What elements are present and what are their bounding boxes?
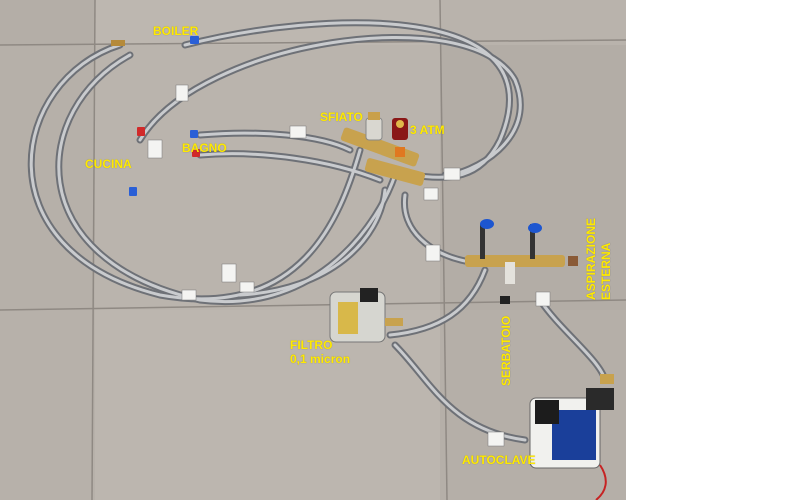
braided-hoses bbox=[27, 19, 609, 444]
label-cucina: CUCINA bbox=[85, 157, 132, 171]
label-esterna: ESTERNA bbox=[599, 242, 613, 300]
brass-manifold-top bbox=[340, 112, 426, 186]
label-3-atm: 3 ATM bbox=[410, 123, 445, 137]
label-boiler: BOILER bbox=[153, 24, 199, 38]
label-serbatoio: SERBATOIO bbox=[499, 315, 513, 386]
plumbing-photo: BOILER CUCINA BAGNO SFIATO 3 ATM ASPIRAZ… bbox=[0, 0, 626, 500]
floor-tiles bbox=[0, 0, 626, 500]
label-filtro-micron: 0,1 micron bbox=[290, 352, 351, 366]
label-bagno: BAGNO bbox=[182, 141, 227, 155]
label-autoclave: AUTOCLAVE bbox=[462, 453, 536, 467]
brass-manifold-bottom bbox=[465, 219, 578, 304]
label-aspirazione: ASPIRAZIONE bbox=[584, 217, 598, 300]
label-filtro: FILTRO bbox=[290, 338, 333, 352]
autoclave-pump bbox=[529, 374, 614, 500]
photo-scene bbox=[0, 0, 626, 500]
water-filter bbox=[329, 288, 403, 343]
hose-tags bbox=[147, 84, 551, 447]
hose-end-caps bbox=[111, 36, 200, 196]
label-sfiato: SFIATO bbox=[320, 110, 363, 124]
